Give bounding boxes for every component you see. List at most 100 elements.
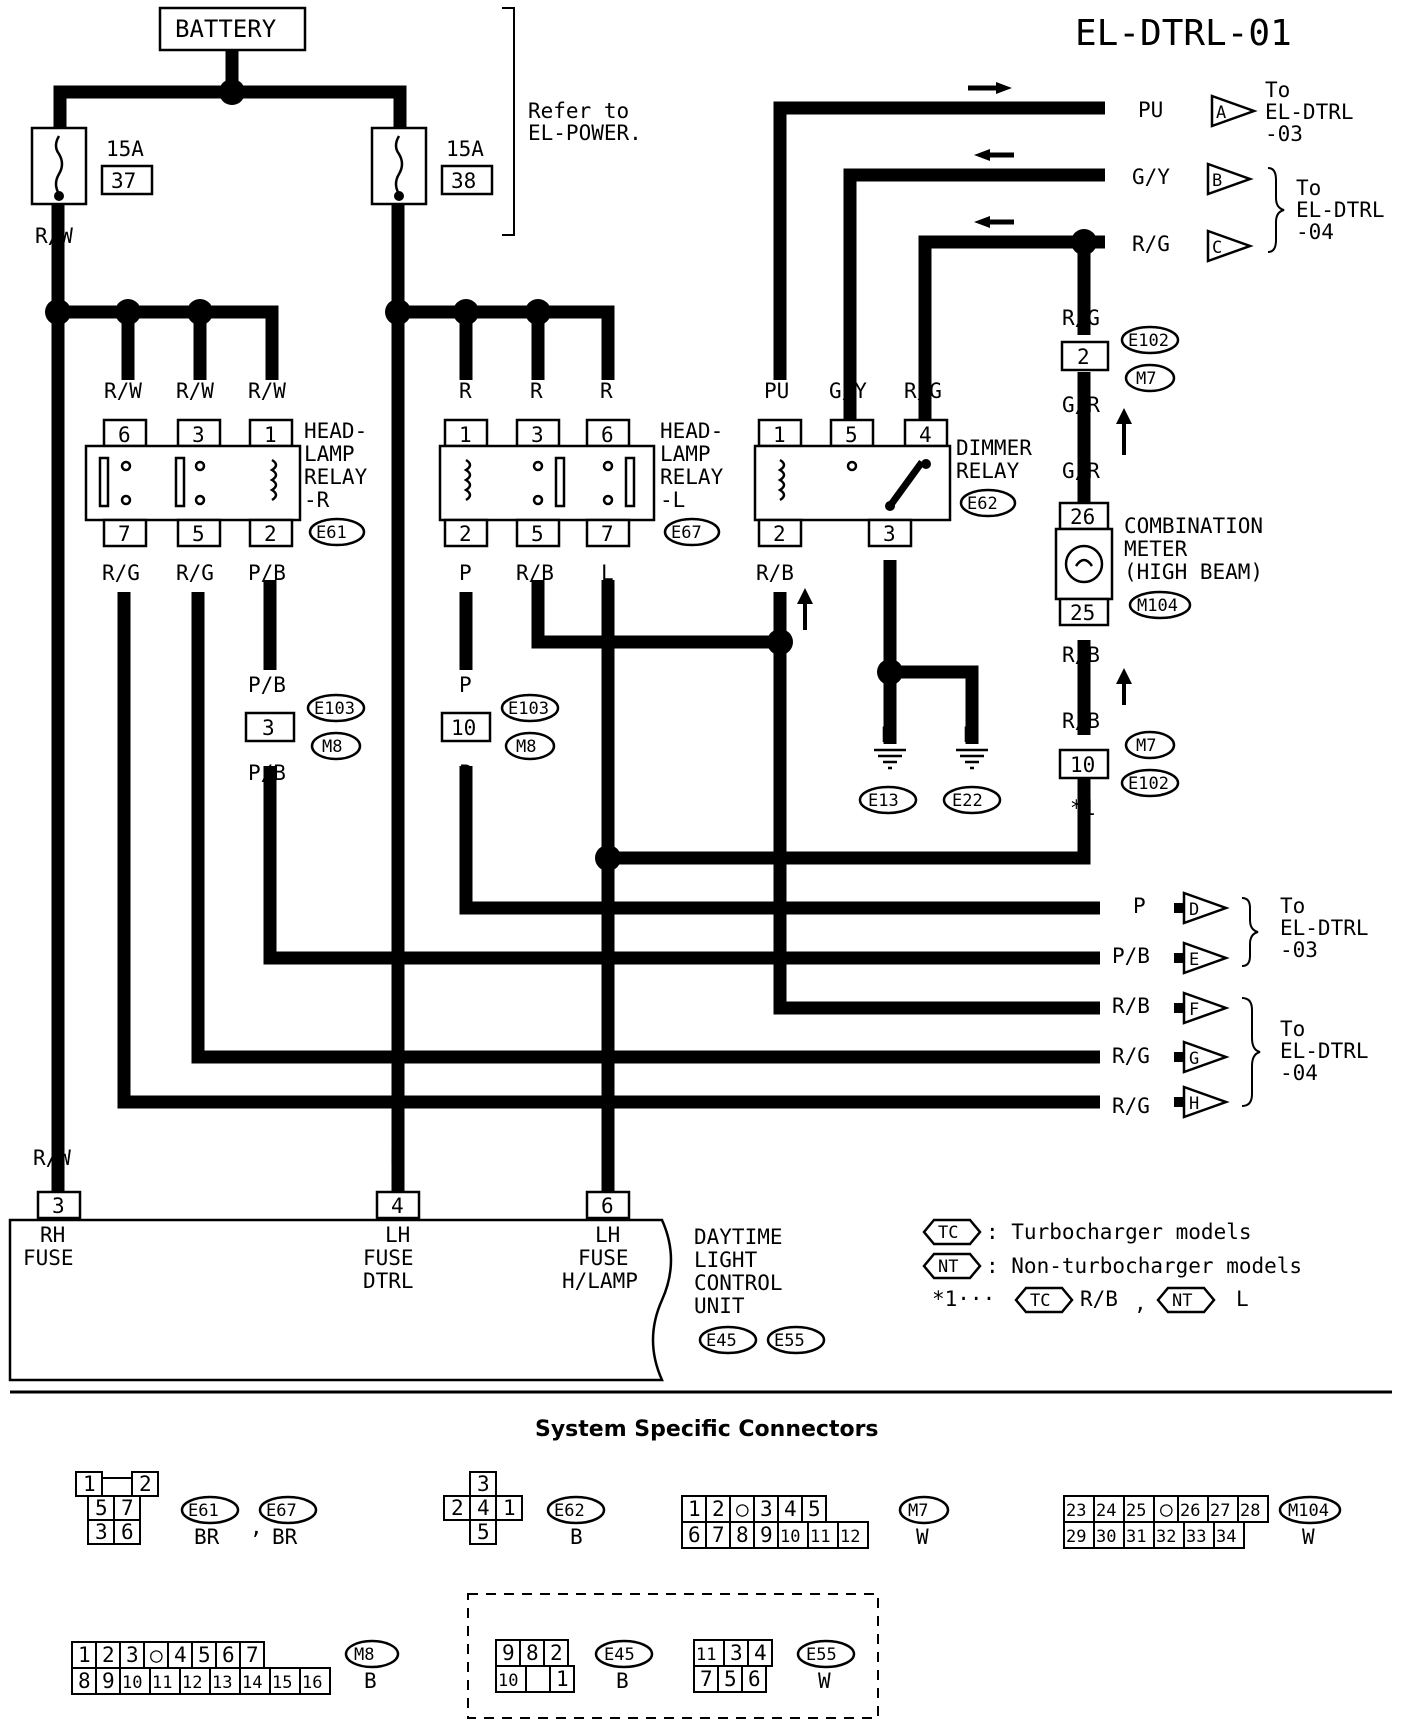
- connector-tag: [344, 1639, 400, 1669]
- inline-connector-rg: R/G 2 E102 M7 G/R G/R: [1060, 306, 1180, 483]
- dtrl-connector-frame: [467, 1593, 879, 1719]
- svg-text:7: 7: [118, 522, 131, 546]
- connector-pin: [239, 1641, 265, 1669]
- svg-text:DIMMER: DIMMER: [956, 436, 1032, 460]
- svg-text:*1···: *1···: [932, 1287, 995, 1311]
- svg-text:26: 26: [1070, 505, 1095, 529]
- svg-text:RELAY: RELAY: [304, 465, 368, 489]
- svg-text:E13: E13: [868, 791, 899, 811]
- svg-text:: Non-turbocharger models: : Non-turbocharger models: [986, 1254, 1302, 1278]
- svg-text:6: 6: [601, 1194, 614, 1218]
- connectors-title: System Specific Connectors: [535, 1417, 879, 1442]
- connector-pin-label: 11: [810, 1527, 830, 1547]
- connector-pin: [209, 1667, 241, 1695]
- connector-pin-label: 6: [748, 1667, 761, 1691]
- svg-text:PU: PU: [764, 379, 789, 403]
- svg-text:LAMP: LAMP: [304, 442, 355, 466]
- svg-text:R/G: R/G: [176, 561, 214, 585]
- svg-text:EL-DTRL: EL-DTRL: [1280, 1039, 1369, 1063]
- connector-color: B: [364, 1669, 377, 1693]
- connector-tag-label: E55: [806, 1645, 837, 1665]
- connector-pin-label: 4: [174, 1643, 187, 1667]
- connector-pin-label: 10: [122, 1673, 142, 1693]
- svg-text:4: 4: [919, 423, 932, 447]
- svg-text:5: 5: [95, 1496, 108, 1520]
- connector-pin-label: 3: [760, 1497, 773, 1521]
- connector-pin-label: 1: [78, 1643, 91, 1667]
- svg-text:B: B: [1212, 171, 1222, 191]
- connector-pin-label: 5: [198, 1643, 211, 1667]
- connector-pin-label: 14: [242, 1673, 262, 1693]
- connector-pin-label: 16: [302, 1673, 322, 1693]
- svg-text:E45: E45: [706, 1331, 737, 1351]
- connector-view-e61-e67: 1 2 5 7 3 6 E61 , E67 BR BR: [75, 1471, 318, 1549]
- svg-text:COMBINATION: COMBINATION: [1124, 514, 1263, 538]
- svg-text:E22: E22: [952, 791, 983, 811]
- svg-text:L: L: [601, 561, 614, 585]
- svg-text:R/G: R/G: [1062, 306, 1100, 330]
- svg-text:1: 1: [459, 423, 472, 447]
- current-arrow-3-head: [1116, 668, 1132, 684]
- fuse-37-wire: R/W: [35, 224, 73, 248]
- connector-pin: [71, 1667, 97, 1695]
- connector-pin-label: 31: [1126, 1527, 1146, 1547]
- svg-text:B: B: [570, 1525, 583, 1549]
- svg-text:TC: TC: [1030, 1291, 1050, 1311]
- svg-text:LH: LH: [385, 1223, 410, 1247]
- svg-text:PU: PU: [1138, 98, 1163, 122]
- svg-text:R/W: R/W: [104, 379, 142, 403]
- svg-text:3: 3: [192, 423, 205, 447]
- connector-pin: [837, 1521, 869, 1549]
- connector-pin-label: 9: [502, 1641, 515, 1665]
- right-outputs: PU A G/Y B R/G C P D P/B E R/B F R/G G R…: [1112, 94, 1258, 1119]
- connector-pin: [693, 1639, 725, 1667]
- connector-pin: [741, 1665, 767, 1693]
- svg-text:5: 5: [477, 1520, 490, 1544]
- svg-text:R: R: [530, 379, 543, 403]
- connector-pin: [95, 1667, 121, 1695]
- svg-text:CONTROL: CONTROL: [694, 1271, 783, 1295]
- svg-text:C: C: [1212, 238, 1222, 258]
- connector-pin-label: 12: [182, 1673, 202, 1693]
- svg-text:BR: BR: [272, 1525, 298, 1549]
- svg-text:6: 6: [601, 423, 614, 447]
- connector-pin-label: 7: [700, 1667, 713, 1691]
- svg-text:R/B: R/B: [756, 561, 794, 585]
- svg-text:R/B: R/B: [1112, 994, 1150, 1018]
- connector-pin-label: 27: [1210, 1501, 1230, 1521]
- svg-text:FUSE: FUSE: [363, 1246, 414, 1270]
- svg-text:A: A: [1216, 103, 1226, 123]
- connector-pin-label: 5: [808, 1497, 821, 1521]
- to-references: To EL-DTRL -03 To EL-DTRL -04 To EL-DTRL…: [1241, 78, 1385, 1107]
- connector-pin-label: 29: [1066, 1527, 1086, 1547]
- connector-pin: [239, 1667, 271, 1695]
- svg-text:R/B: R/B: [1080, 1287, 1118, 1311]
- connector-pin-label: 12: [840, 1527, 860, 1547]
- svg-text:To: To: [1280, 894, 1305, 918]
- svg-text:-R: -R: [304, 488, 330, 512]
- fuse-38-wire: R: [392, 224, 405, 248]
- connector-pin-label: 13: [212, 1673, 232, 1693]
- combination-meter: 26 25 COMBINATION METER (HIGH BEAM) M104…: [1054, 501, 1263, 667]
- connector-pin-label: 6: [222, 1643, 235, 1667]
- connector-pin: [495, 1639, 521, 1667]
- svg-text:2: 2: [139, 1472, 152, 1496]
- current-arrow-2-head: [1116, 408, 1132, 424]
- legend: TC : Turbocharger models NT : Non-turboc…: [922, 1218, 1302, 1315]
- svg-text:1: 1: [264, 423, 277, 447]
- svg-text:M7: M7: [1136, 736, 1156, 756]
- svg-text:D: D: [1189, 900, 1199, 920]
- connector-pin-label: 15: [272, 1673, 292, 1693]
- splices: [45, 79, 1097, 871]
- fuse-38-number: 38: [451, 169, 476, 193]
- svg-text:R/G: R/G: [1112, 1044, 1150, 1068]
- svg-text:R/W: R/W: [33, 1146, 71, 1170]
- svg-text:P/B: P/B: [248, 761, 286, 785]
- grounds: B B E13 E22: [858, 723, 1002, 815]
- connector-tag: [594, 1639, 654, 1669]
- svg-text:B: B: [882, 561, 895, 585]
- svg-text:,: ,: [1134, 1291, 1147, 1315]
- svg-text:10: 10: [1070, 753, 1095, 777]
